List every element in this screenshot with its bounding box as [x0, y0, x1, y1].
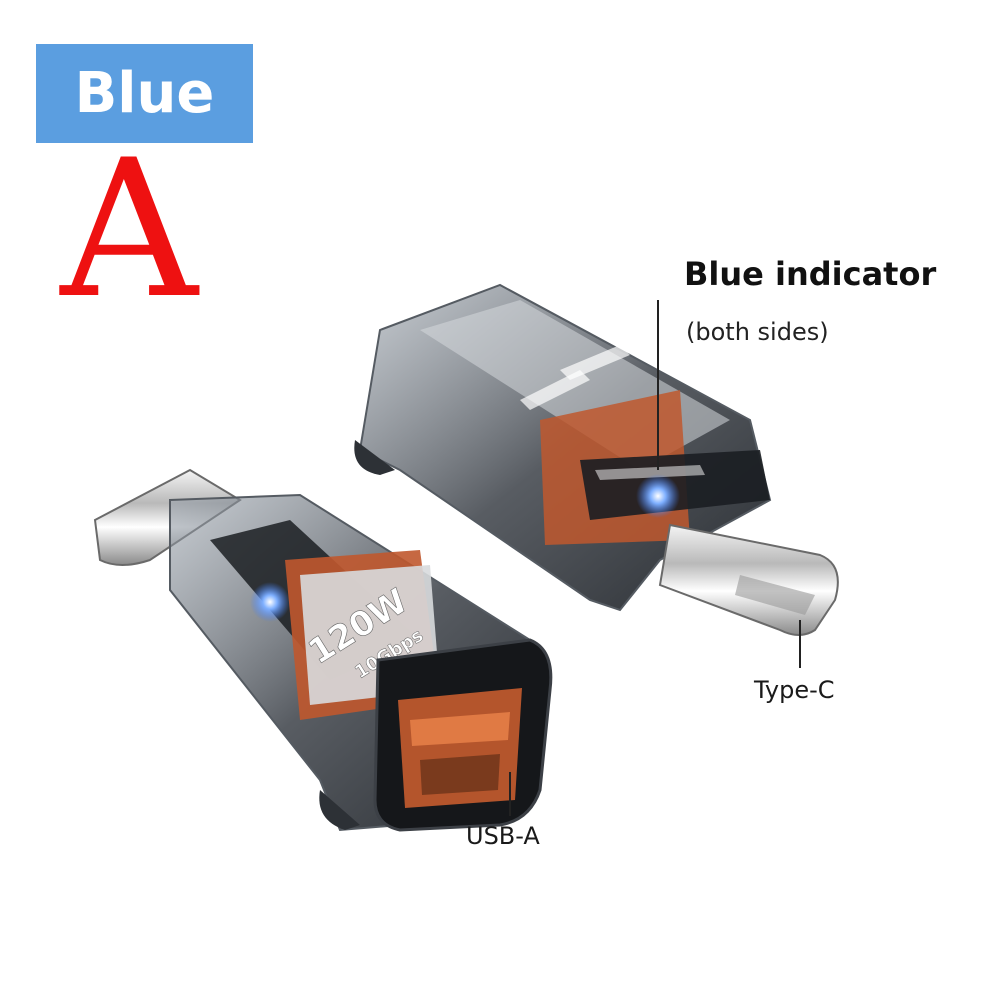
variant-color-label: Blue	[74, 61, 215, 126]
indicator-callout-title: Blue indicator	[684, 255, 937, 293]
left-adapter: 120W 10Gbps	[93, 468, 553, 832]
variant-color-badge: Blue	[36, 44, 253, 143]
right-adapter	[354, 283, 839, 636]
type-c-label: Type-C	[754, 676, 835, 704]
variant-letter: A	[60, 119, 198, 340]
indicator-callout-subtitle: (both sides)	[686, 318, 829, 346]
right-blue-indicator-led	[636, 474, 680, 518]
left-blue-indicator-led	[250, 582, 290, 622]
usb-a-label: USB-A	[466, 822, 540, 850]
